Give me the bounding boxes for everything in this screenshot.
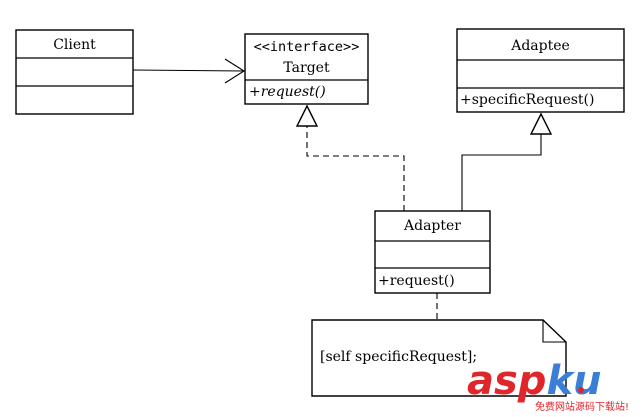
hollow-triangle-icon [295,104,319,127]
adaptee-class-name: Adaptee [510,38,570,54]
note-text: [self specificRequest]; [320,349,477,365]
adapter-adaptee-generalization [461,112,553,211]
watermark-tagline: 免费网站源码下载站! [535,400,629,413]
watermark-dot-icon [578,387,584,393]
svg-text:aspku: aspku [467,358,602,404]
target-interface[interactable]: <<interface>> Target +request() [244,33,369,105]
adapter-class-name: Adapter [403,218,461,234]
watermark-asp: asp [467,358,546,404]
adaptee-class[interactable]: Adaptee +specificRequest() [456,28,625,113]
adapter-target-realization [295,104,405,211]
hollow-triangle-icon [529,112,553,135]
target-operation-request: +request() [249,84,326,100]
adaptee-operation-specific-request: +specificRequest() [460,92,594,108]
adapter-operation-request: +request() [378,273,455,289]
watermark-ku: ku [546,358,601,404]
open-arrowhead-icon [224,58,246,84]
target-stereotype: <<interface>> [254,39,360,55]
client-target-association [132,58,246,84]
note: [self specificRequest]; [311,319,567,397]
target-class-name: Target [283,60,330,76]
client-class-name: Client [53,37,96,53]
watermark-logo: aspku 免费网站源码下载站! [467,358,629,413]
adapter-class[interactable]: Adapter +request() [374,210,491,294]
client-class[interactable]: Client [15,29,134,115]
